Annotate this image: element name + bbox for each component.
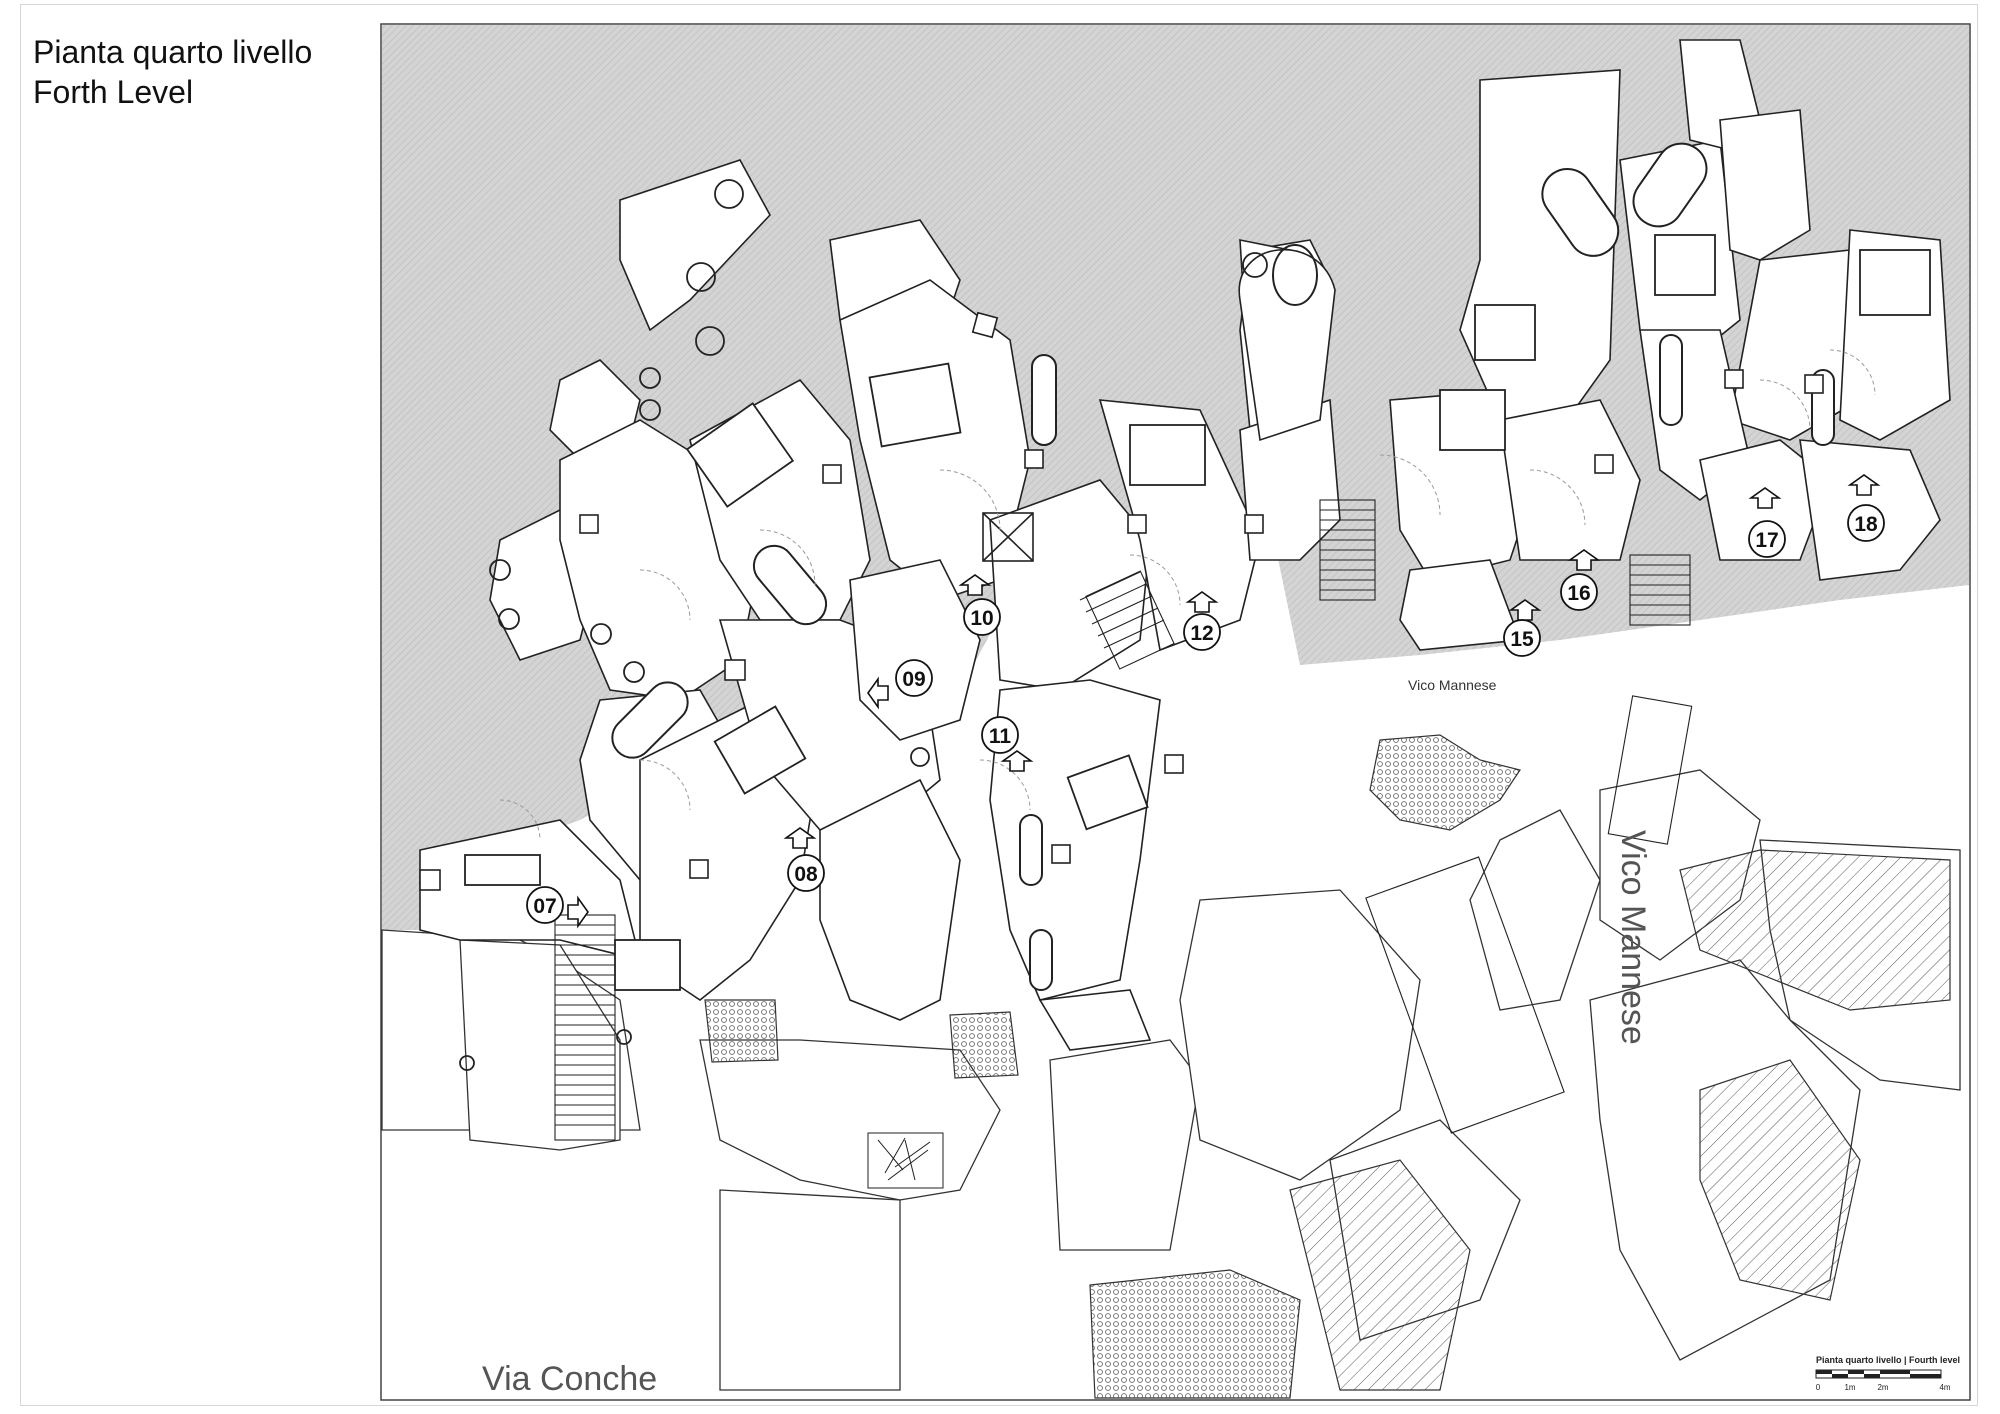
plan-title: Pianta quarto livello Forth Level xyxy=(33,32,312,112)
drawing-sheet xyxy=(20,4,1978,1406)
stairs xyxy=(554,499,1693,1141)
chairs xyxy=(419,311,1824,891)
street-vico-mannese-small: Vico Mannese xyxy=(1408,677,1497,693)
room-badge-10 xyxy=(963,598,1001,636)
title-english: Forth Level xyxy=(33,74,194,110)
room-badge-18 xyxy=(1847,504,1885,542)
room-label-08: 08 xyxy=(794,863,818,886)
room-badge-09 xyxy=(895,659,933,697)
room-badge-12 xyxy=(1183,613,1221,651)
entry-arrows xyxy=(567,474,1881,929)
round-tower xyxy=(1238,244,1336,442)
covered-areas xyxy=(1289,849,1951,1391)
room-label-09: 09 xyxy=(902,668,925,691)
room-label-16: 16 xyxy=(1567,582,1590,605)
room-badges xyxy=(526,504,1885,924)
street-via-conche: Via Conche xyxy=(482,1360,657,1398)
round-tables xyxy=(459,179,1268,1071)
room-badge-08 xyxy=(787,854,825,892)
room-badge-16 xyxy=(1560,573,1598,611)
scale-tick-2m: 2m xyxy=(1877,1383,1888,1392)
room-badge-11 xyxy=(981,716,1019,754)
room-label-10: 10 xyxy=(970,607,993,630)
light-well xyxy=(982,512,1034,562)
room-label-11: 11 xyxy=(989,725,1012,748)
street-vico-mannese-large: Vico Mannese xyxy=(1614,830,1652,1045)
scale-bar-caption: Pianta quarto livello | Fourth level xyxy=(1816,1355,1960,1365)
title-italian: Pianta quarto livello xyxy=(33,34,313,70)
scale-bar: Pianta quarto livello | Fourth level 0 1… xyxy=(1815,1355,1960,1392)
room-label-07: 07 xyxy=(533,895,556,918)
room-badge-15 xyxy=(1503,619,1541,657)
cobbled-paving xyxy=(704,734,1521,1399)
room-label-15: 15 xyxy=(1510,628,1534,651)
room-badge-07 xyxy=(526,886,564,924)
room-badge-17 xyxy=(1748,520,1786,558)
scale-tick-4m: 4m xyxy=(1939,1383,1950,1392)
room-label-17: 17 xyxy=(1755,529,1778,552)
door-swings xyxy=(499,349,1876,841)
room-label-18: 18 xyxy=(1854,513,1878,536)
planter xyxy=(867,1132,944,1189)
room-badge-labels: 07 08 09 10 11 12 15 16 17 18 xyxy=(533,513,1878,918)
scale-tick-0: 0 xyxy=(1816,1383,1821,1392)
room-label-12: 12 xyxy=(1190,622,1213,645)
beds xyxy=(464,234,1931,991)
scale-tick-1m: 1m xyxy=(1844,1383,1855,1392)
